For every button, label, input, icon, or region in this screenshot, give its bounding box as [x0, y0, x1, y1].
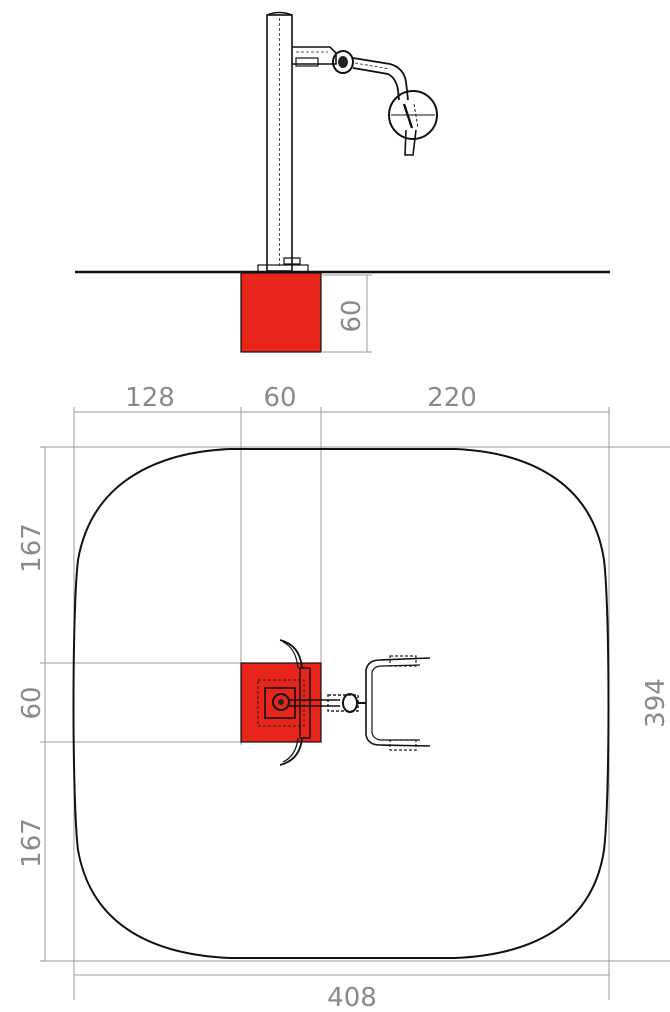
foundation-block	[240, 272, 322, 353]
post	[266, 14, 293, 272]
safety-zone-outline	[72, 448, 610, 959]
arm-assembly	[292, 46, 409, 101]
foundation-depth-label: 60	[337, 299, 367, 332]
plan-view: 128 60 220 167 60 167 394 408	[17, 383, 670, 1012]
top-dim-left-label: 128	[125, 383, 175, 413]
left-dim-top-label: 167	[17, 523, 47, 573]
foundation-depth-dimension: 60	[321, 274, 372, 353]
left-dim-middle-label: 60	[17, 686, 47, 719]
top-dim-center-label: 60	[263, 383, 296, 413]
equipment-top-view	[257, 639, 431, 766]
bottom-dim-label: 408	[327, 983, 377, 1012]
right-dim-label: 394	[641, 678, 670, 728]
elevation-view: 60	[75, 11, 610, 353]
top-dim-right-label: 220	[427, 383, 477, 413]
left-dim-bottom-label: 167	[17, 818, 47, 868]
base-plate	[257, 264, 309, 273]
wheel	[388, 90, 438, 156]
